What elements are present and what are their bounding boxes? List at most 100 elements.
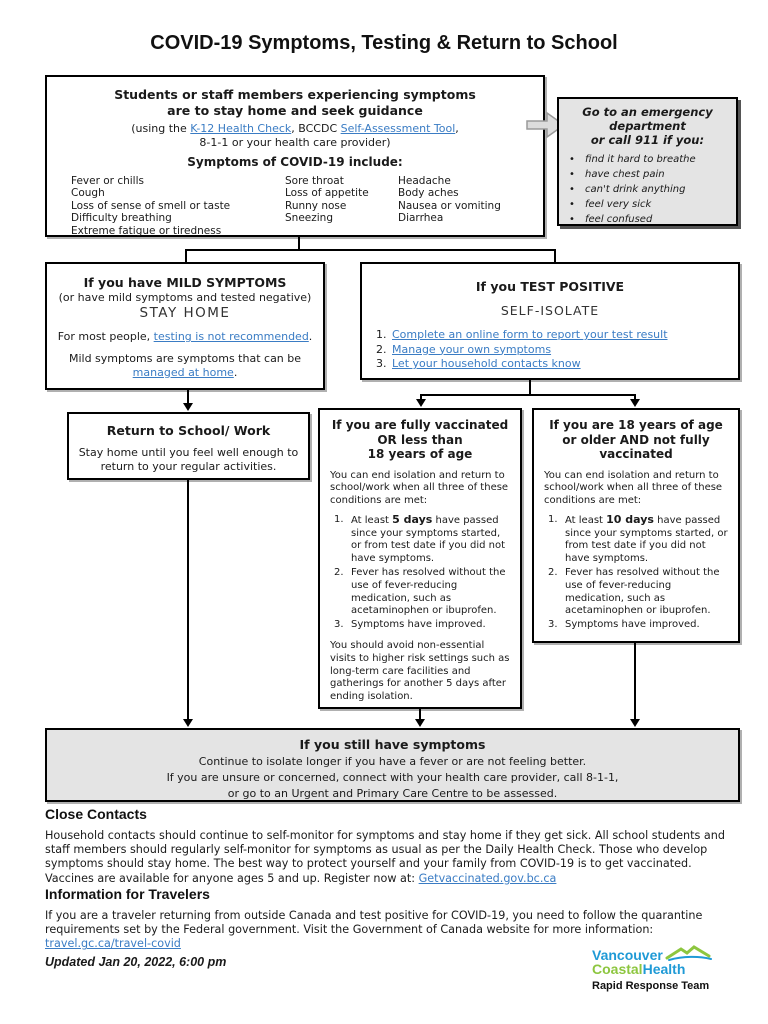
logo-coastal: Coastal [592, 961, 643, 977]
block-arrow-icon [526, 111, 566, 139]
symptoms-column-1: Fever or chills Cough Loss of sense of s… [71, 175, 285, 237]
arrowhead-icon [183, 719, 193, 727]
travel-covid-link[interactable]: travel.gc.ca/travel-covid [45, 937, 181, 951]
updated-timestamp: Updated Jan 20, 2022, 6:00 pm [45, 955, 227, 969]
days-bold: 10 days [606, 512, 654, 526]
logo-row1: Vancouver [592, 945, 742, 962]
vax-outro: You should avoid non-essential visits to… [330, 640, 510, 703]
still-title: If you still have symptoms [299, 737, 486, 752]
logo-health: Health [642, 961, 686, 977]
arrowhead-icon [183, 403, 193, 411]
connector-line [298, 237, 300, 250]
bullet-icon: • [569, 184, 575, 195]
condition-text: Symptoms have improved. [565, 619, 700, 631]
mild-p1-suffix: . [308, 330, 313, 343]
mild-p2-line1: Mild symptoms are symptoms that can be [68, 352, 302, 365]
travelers-body: If you are a traveler returning from out… [45, 909, 740, 952]
emergency-item-text: have chest pain [585, 169, 665, 180]
condition-suffix: have passed since your symptoms started,… [351, 514, 506, 565]
connector-line [529, 380, 531, 396]
step-number: 2. [376, 342, 387, 356]
condition-number: 3. [334, 619, 344, 631]
return-body: Stay home until you feel well enough to … [78, 446, 299, 473]
arrowhead-icon [415, 719, 425, 727]
k12-health-check-link[interactable]: K-12 Health Check [190, 122, 292, 135]
return-title: Return to School/ Work [106, 423, 271, 438]
symptom-item: Nausea or vomiting [398, 199, 501, 212]
vax-intro: You can end isolation and return to scho… [330, 469, 509, 507]
positive-step: 2. Manage your own symptoms [376, 343, 738, 358]
condition-text: Fever has resolved without the use of fe… [351, 567, 506, 617]
condition-text: At least 10 days have passed since your … [565, 512, 728, 566]
step-number: 1. [376, 328, 387, 341]
connector-line [420, 394, 422, 400]
days-bold: 5 days [392, 512, 433, 526]
emergency-title-line2: department [609, 119, 686, 133]
condition-suffix: have passed since your symptoms started,… [565, 514, 728, 565]
symptoms-columns: Fever or chills Cough Loss of sense of s… [47, 169, 543, 237]
connector-line [554, 249, 556, 262]
getvaccinated-link[interactable]: Getvaccinated.gov.bc.ca [418, 871, 557, 885]
mild-p2-suffix: . [233, 366, 238, 379]
symptoms-column-3: Headache Body aches Nausea or vomiting D… [398, 175, 543, 237]
positive-title: If you TEST POSITIVE [475, 279, 625, 294]
condition-item: 1.At least 10 days have passed since you… [548, 512, 728, 566]
still-line2: If you are unsure or concerned, connect … [166, 770, 619, 784]
household-contacts-link[interactable]: Let your household contacts know [392, 357, 581, 370]
travelers-heading: Information for Travelers [45, 886, 210, 902]
emergency-item: •have chest pain [559, 167, 736, 182]
emergency-item-text: find it hard to breathe [585, 154, 696, 165]
emergency-item-text: feel confused [585, 214, 653, 225]
emergency-title-line1: Go to an emergency [582, 105, 713, 119]
vch-logo: Vancouver CoastalHealth Rapid Response T… [592, 945, 742, 992]
report-test-result-link[interactable]: Complete an online form to report your t… [392, 328, 668, 341]
symptoms-guidance-box: Students or staff members experiencing s… [45, 75, 545, 237]
mild-testing-line: For most people, testing is not recommen… [47, 330, 323, 344]
guidance-prefix: (using the [131, 122, 191, 135]
emergency-item-text: feel very sick [585, 199, 652, 210]
condition-text: Fever has resolved without the use of fe… [565, 567, 720, 617]
managed-at-home-link[interactable]: managed at home [132, 366, 234, 379]
connector-line [187, 390, 189, 404]
bullet-icon: • [569, 214, 575, 225]
test-positive-box: If you TEST POSITIVE SELF-ISOLATE 1. Comp… [360, 262, 740, 380]
fully-vaccinated-box: If you are fully vaccinated OR less than… [318, 408, 522, 709]
symptoms-heading: Symptoms of COVID-19 include: [187, 155, 403, 169]
mild-subtitle: (or have mild symptoms and tested negati… [58, 291, 312, 304]
self-assessment-tool-link[interactable]: Self-Assessment Tool [340, 122, 456, 135]
symptom-item: Sore throat [285, 175, 344, 187]
travelers-text: If you are a traveler returning from out… [45, 909, 703, 937]
symptom-item: Cough [71, 187, 105, 200]
still-line3: or go to an Urgent and Primary Care Cent… [227, 786, 558, 800]
vax-title-line1: If you are fully vaccinated [331, 418, 509, 432]
unvax-title-line3: vaccinated [599, 447, 673, 461]
emergency-box: Go to an emergency department or call 91… [557, 97, 738, 226]
manage-symptoms-link[interactable]: Manage your own symptoms [392, 342, 552, 356]
testing-not-recommended-link[interactable]: testing is not recommended [153, 330, 309, 343]
emergency-item-text: can't drink anything [585, 184, 686, 195]
close-contacts-text: Household contacts should continue to se… [45, 829, 725, 885]
logo-vancouver: Vancouver [592, 947, 663, 963]
condition-number: 2. [334, 567, 344, 579]
mild-symptoms-box: If you have MILD SYMPTOMS (or have mild … [45, 262, 325, 390]
still-line1: Continue to isolate longer if you have a… [198, 755, 587, 768]
condition-item: 2. Fever has resolved without the use of … [548, 567, 728, 618]
connector-line [420, 394, 636, 396]
symptom-item: Fever or chills [71, 175, 144, 187]
positive-step: 1. Complete an online form to report your… [376, 328, 738, 343]
mild-p1-prefix: For most people, [57, 330, 154, 343]
guidance-comma: , [455, 122, 459, 135]
emergency-list: •find it hard to breathe •have chest pai… [559, 152, 736, 227]
connector-line [634, 394, 636, 400]
self-isolate-label: SELF-ISOLATE [500, 303, 600, 318]
vax-title-line3: 18 years of age [367, 447, 473, 461]
positive-steps-list: 1. Complete an online form to report your… [376, 328, 738, 372]
condition-number: 2. [548, 567, 558, 579]
guidance-heading-line2: are to stay home and seek guidance [167, 103, 423, 118]
arrowhead-icon [416, 399, 426, 407]
condition-text: Symptoms have improved. [351, 619, 486, 631]
mild-title: If you have MILD SYMPTOMS [83, 275, 287, 290]
guidance-line2: 8-1-1 or your health care provider) [199, 136, 391, 149]
vax-title-line2: OR less than [377, 432, 463, 447]
